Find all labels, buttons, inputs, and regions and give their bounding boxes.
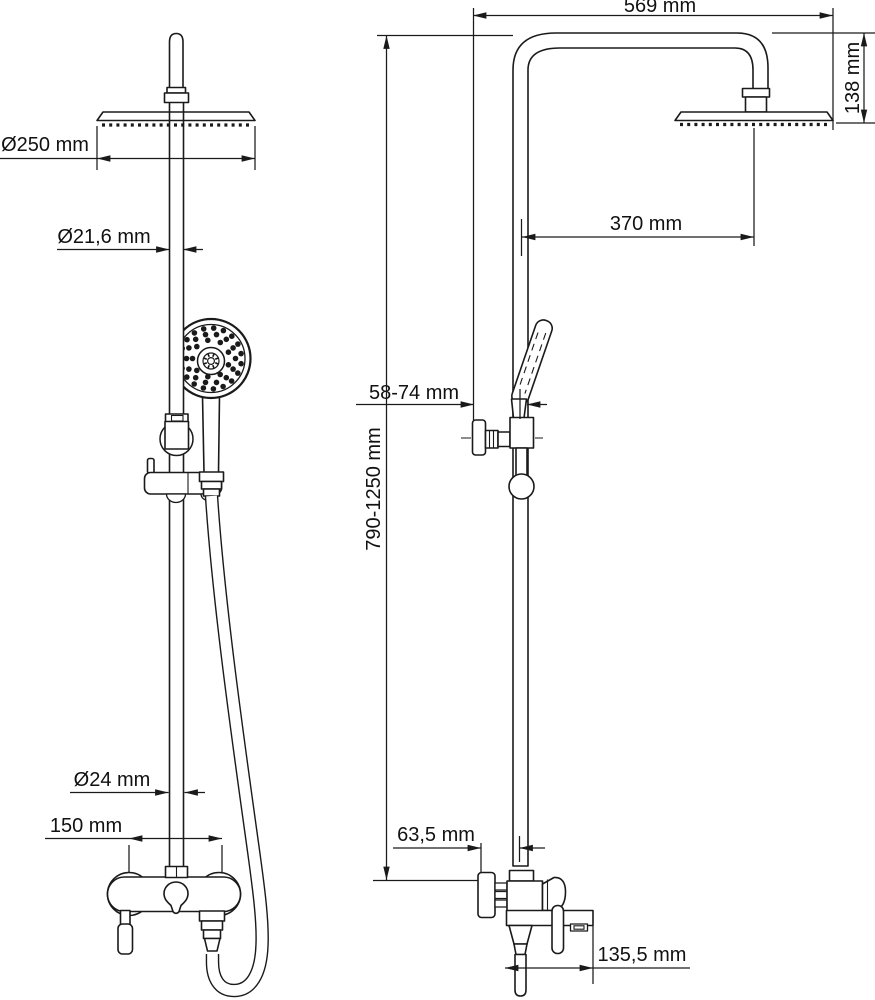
overhead-shower-head-side (674, 111, 834, 127)
dim-label-bracket-wall-range: 58-74 mm (369, 382, 459, 404)
dim-label-head-wall-offset: 370 mm (610, 213, 682, 235)
bracket-wall-flange (471, 419, 487, 456)
dim-label-overall-height-range: 790-1250 mm (363, 427, 385, 550)
front-view (96, 32, 269, 998)
dim-mixer-wall-offset: 63,5 mm (393, 824, 545, 872)
shower-hose (204, 495, 269, 998)
riser-and-arm-side (512, 32, 769, 867)
head-connector (163, 92, 190, 104)
dim-label-mixer-wall-offset: 63,5 mm (397, 824, 475, 846)
shower-mixer-side (477, 869, 594, 997)
mixer-valve-body (506, 880, 544, 912)
hose-nut (198, 471, 225, 483)
dim-head-wall-offset: 370 mm (520, 128, 755, 256)
mixer-wall-flange (477, 871, 496, 919)
bracket-holder (509, 416, 535, 449)
arm-connector (744, 96, 768, 113)
side-view (461, 32, 834, 997)
lever-rod-side (551, 904, 565, 955)
dim-label-mixer-center-spacing: 150 mm (50, 815, 122, 837)
release-pin (146, 457, 155, 475)
pipe-top-cap (168, 32, 184, 102)
dim-head-diameter: Ø250 mm (0, 126, 256, 170)
slider-bracket (143, 413, 225, 504)
spray-hub-icon (203, 353, 219, 369)
hose-outlet (198, 910, 226, 922)
pipe-union-side (508, 869, 535, 882)
wall-bracket (461, 416, 543, 500)
lever-stem (119, 909, 131, 926)
outlet-tube (514, 953, 527, 997)
dim-label-head-diameter: Ø250 mm (1, 134, 89, 156)
dim-overall-height-range: 790-1250 mm (363, 34, 513, 882)
overhead-shower-head-front (96, 111, 256, 127)
lever-knob-side (541, 876, 567, 912)
dim-bracket-wall-range: 58-74 mm (356, 382, 547, 419)
dim-label-mixer-body-width: 135,5 mm (598, 944, 687, 966)
dim-label-overall-depth: 569 mm (624, 0, 696, 17)
shower-mixer-front (106, 865, 242, 955)
dim-mixer-center-spacing: 150 mm (45, 815, 223, 872)
dim-label-upper-pipe-diameter: Ø21,6 mm (57, 226, 150, 248)
dim-mixer-body-width: 135,5 mm (504, 926, 690, 984)
dim-head-drop-height: 138 mm (772, 32, 875, 124)
dim-label-lower-pipe-diameter: Ø24 mm (74, 769, 151, 791)
lever-grip (117, 923, 134, 955)
hand-shower-handle (201, 395, 221, 473)
holder-ball-joint (508, 473, 535, 500)
outlet-cone (508, 924, 533, 945)
dim-lower-pipe-diameter: Ø24 mm (70, 769, 205, 796)
dim-overall-depth: 569 mm (472, 0, 834, 420)
head-connector-ring (166, 86, 187, 94)
mixer-lower-body (505, 909, 594, 927)
hand-shower (170, 317, 252, 473)
dim-upper-pipe-diameter: Ø21,6 mm (57, 226, 203, 253)
dim-label-head-drop-height: 138 mm (842, 42, 864, 114)
diverter-knob (163, 881, 189, 915)
bracket-knob (484, 429, 499, 449)
arm-connector-ring (741, 87, 771, 98)
